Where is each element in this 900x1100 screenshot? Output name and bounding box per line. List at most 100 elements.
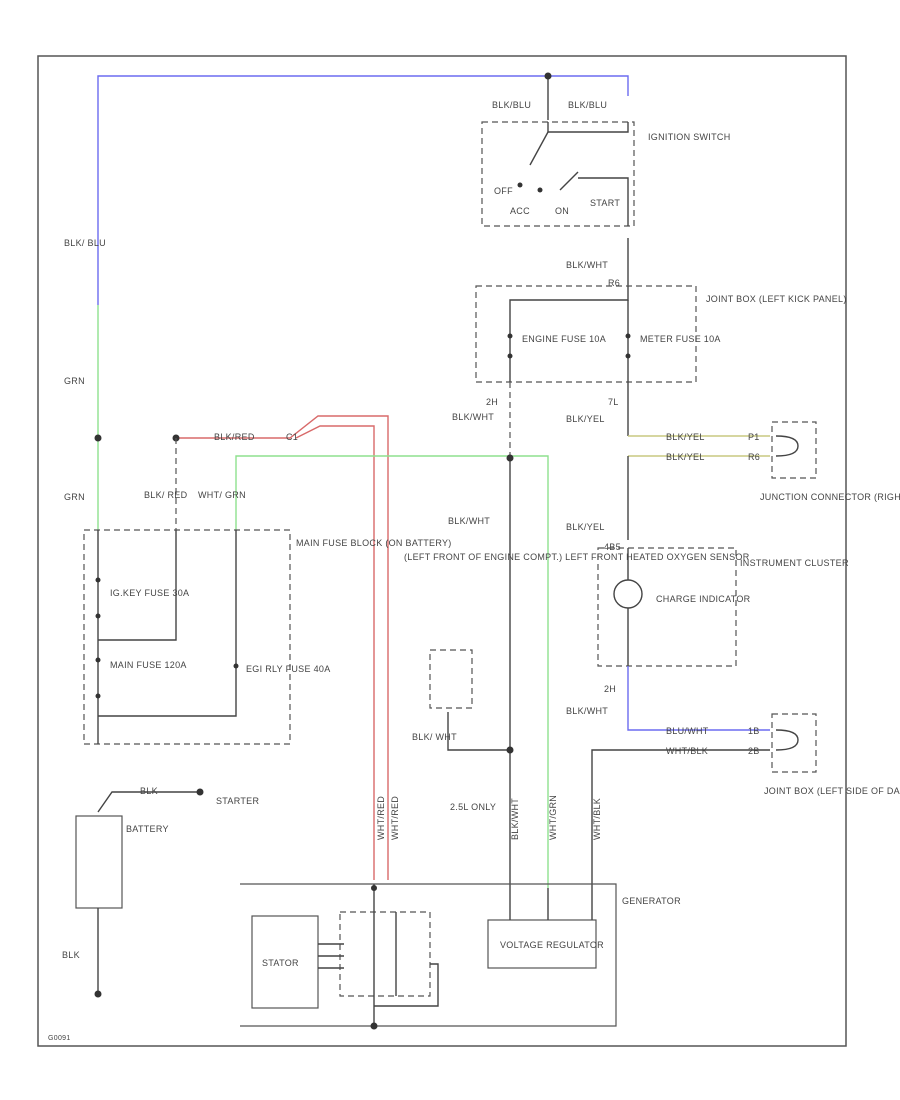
label-wht-blk-v: WHT/BLK	[592, 798, 602, 840]
label-grn-1: GRN	[64, 376, 85, 386]
label-1b: 1B	[748, 726, 760, 736]
label-wht-red-2: WHT/RED	[390, 796, 400, 840]
gen-dot-2	[370, 1022, 378, 1030]
jc-loop	[775, 435, 799, 457]
label-blk-blu-right: BLK/BLU	[568, 100, 607, 110]
splice-o2	[506, 746, 514, 754]
generator-outline	[240, 883, 617, 1027]
label-engine-fuse: ENGINE FUSE 10A	[522, 334, 606, 344]
label-wht-grn: WHT/ GRN	[198, 490, 246, 500]
label-blk-wht-4: BLK/ WHT	[412, 732, 457, 742]
ground-dot	[94, 990, 102, 998]
splice-grn	[94, 434, 102, 442]
red-wire	[176, 415, 389, 880]
igsw-pole-2	[537, 187, 543, 193]
label-2b: 2B	[748, 746, 760, 756]
rectifier-box	[339, 911, 431, 997]
label-stator: STATOR	[262, 958, 299, 968]
label-igkey-fuse: IG.KEY FUSE 30A	[110, 588, 189, 598]
label-r6-top: R6	[608, 278, 620, 288]
label-voltage-regulator: VOLTAGE REGULATOR	[500, 940, 604, 950]
label-blk-wht-5: BLK/WHT	[566, 706, 608, 716]
label-2h-b: 2H	[604, 684, 616, 694]
fb-dot-4	[95, 693, 101, 699]
label-o2-sensor: (LEFT FRONT OF ENGINE COMPT.) LEFT FRONT…	[404, 552, 750, 562]
gen-dot-1	[371, 885, 377, 891]
label-blk-blu-left: BLK/BLU	[492, 100, 531, 110]
label-sohc-only: 2.5L ONLY	[450, 802, 496, 812]
igsw-contact-1	[529, 131, 549, 166]
jb-bus	[509, 286, 629, 336]
rect-v-3	[374, 963, 439, 1007]
jb-dot-2	[625, 333, 631, 339]
label-main-fuse: MAIN FUSE 120A	[110, 660, 187, 670]
red-wire-2	[295, 425, 375, 880]
label-r6: R6	[748, 452, 760, 462]
blu-wht-wire	[627, 666, 770, 731]
splice-top	[544, 72, 552, 80]
igsw-bus	[547, 122, 629, 133]
stator-box	[251, 915, 319, 1009]
battery-box	[75, 815, 123, 909]
starter-wire	[97, 791, 200, 813]
label-wht-grn-v: WHT/GRN	[548, 795, 558, 840]
label-blk-wht-3: BLK/WHT	[448, 516, 490, 526]
main-fuse-block-box	[83, 529, 291, 745]
label-c1: C1	[286, 432, 298, 442]
label-junction-connector: JUNCTION CONNECTOR (RIGHT SIDE OF DASH)	[760, 492, 900, 502]
wht-grn-wire	[235, 455, 549, 888]
label-blk-wht-v: BLK/WHT	[510, 798, 520, 840]
instrument-cluster-box	[597, 547, 737, 667]
label-battery: BATTERY	[126, 824, 169, 834]
joint-box-dash-box	[771, 713, 817, 773]
o2-sensor-box	[429, 649, 473, 709]
label-blk: BLK	[140, 786, 158, 796]
label-2h-top: 2H	[486, 397, 498, 407]
label-main-fuse-block: MAIN FUSE BLOCK (ON BATTERY)	[296, 538, 452, 548]
label-grn-2: GRN	[64, 492, 85, 502]
jb-dot-4	[625, 353, 631, 359]
label-4b5: 4B5	[604, 542, 621, 552]
label-7l: 7L	[608, 397, 619, 407]
wht-blk-wire	[591, 749, 770, 888]
label-blk-yel-4: BLK/YEL	[566, 522, 605, 532]
splice-center	[506, 454, 514, 462]
fb-dot-2	[95, 613, 101, 619]
blu-wire-top	[97, 75, 548, 305]
label-p1: P1	[748, 432, 760, 442]
fuse-egi	[98, 530, 237, 717]
jbd-loop	[775, 729, 799, 751]
label-sw-acc: ACC	[510, 206, 530, 216]
label-wht-red-1: WHT/RED	[376, 796, 386, 840]
charge-indicator-lamp	[613, 579, 643, 609]
ignition-switch-box	[481, 121, 635, 227]
label-joint-box-dash: JOINT BOX (LEFT SIDE OF DASH)	[764, 786, 900, 796]
igsw-contact-2	[559, 171, 579, 191]
o2-switch	[447, 712, 510, 751]
label-sw-start: START	[590, 198, 620, 208]
label-blk-blu-vert: BLK/ BLU	[64, 238, 106, 248]
label-blk-yel-1: BLK/YEL	[566, 414, 605, 424]
label-meter-fuse: METER FUSE 10A	[640, 334, 721, 344]
label-blk-wht-1: BLK/WHT	[566, 260, 608, 270]
label-blk-red-h: BLK/RED	[214, 432, 255, 442]
label-blk-wht-2: BLK/WHT	[452, 412, 494, 422]
label-blk-gnd: BLK	[62, 950, 80, 960]
label-blk-yel-2: BLK/YEL	[666, 432, 705, 442]
label-charge-indicator: CHARGE INDICATOR	[656, 594, 751, 604]
igsw-pole	[517, 182, 523, 188]
label-ignition-switch: IGNITION SWITCH	[648, 132, 731, 142]
igsw-out	[578, 177, 629, 226]
starter-term	[196, 788, 204, 796]
label-sw-off: OFF	[494, 186, 513, 196]
fb-dot-1	[95, 577, 101, 583]
label-egi-fuse: EGI RLY FUSE 40A	[246, 664, 331, 674]
label-blk-yel-3: BLK/YEL	[666, 452, 705, 462]
label-instrument-cluster: INSTRUMENT CLUSTER	[740, 558, 849, 568]
junction-connector-box	[771, 421, 817, 479]
blu-wire-top-right	[548, 75, 629, 96]
label-sw-on: ON	[555, 206, 569, 216]
diagram-frame	[37, 55, 847, 1047]
label-blu-wht: BLU/WHT	[666, 726, 709, 736]
